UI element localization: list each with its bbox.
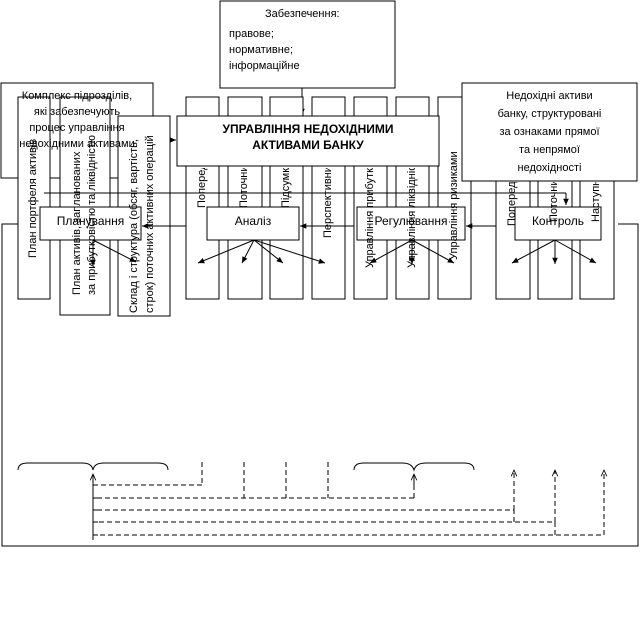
- portfolio-plan-box: [17, 96, 51, 300]
- analysis-box: [206, 206, 300, 241]
- regulation-box: [356, 206, 466, 241]
- stage-analysis: Аналіз: [234, 215, 272, 228]
- feedback-lines: [93, 462, 605, 536]
- analysis-current-label: Поточний: [238, 168, 250, 208]
- support-item-legal: правове;: [229, 28, 274, 40]
- complex-text-3: процес управління: [29, 122, 125, 134]
- nonincome-text-3: за ознаками прямої: [499, 126, 600, 138]
- planning-item-boxes: [17, 96, 171, 317]
- portfolio-plan-label: План портфеля активів: [27, 138, 39, 258]
- analysis-preliminary-label: Попередній: [196, 168, 208, 208]
- complex-text-1: Комплекс підрозділів,: [21, 90, 133, 102]
- control-box: [514, 206, 602, 241]
- structure-label-2: строк) поточних активних операцій: [144, 135, 156, 313]
- planned-assets-label-1: План активів, запланованих: [71, 151, 83, 295]
- support-box: [219, 0, 396, 89]
- nonincome-text-4: та непрямої: [519, 144, 580, 156]
- support-item-normative: нормативне;: [229, 44, 294, 56]
- reg-liquidity-label: Управління ліквідністю: [406, 168, 418, 268]
- stage-planning: Планування: [56, 215, 125, 228]
- nonincome-text-2: банку, структуровані: [497, 108, 602, 120]
- ctrl-current-label: Поточний: [548, 182, 560, 222]
- planned-assets-box: [59, 96, 111, 316]
- up-arrows: [93, 470, 604, 540]
- nonincome-text-5: недохідності: [517, 162, 582, 174]
- complex-text-4: недохідними активами: [19, 138, 135, 150]
- structure-label-1: Склад і структура (обсяг, вартість,: [128, 139, 140, 313]
- title-box: [176, 115, 440, 167]
- stage-regulation: Регулювання: [374, 215, 448, 228]
- ctrl-preliminary-label: Попередній: [506, 182, 518, 226]
- ctrl-subsequent-label: Наступний: [590, 182, 602, 222]
- bottom-braces: [17, 462, 475, 472]
- stage-control: Контроль: [531, 215, 585, 228]
- support-item-informational: інформаційне: [229, 60, 300, 72]
- analysis-final-label: Підсумковий: [280, 168, 292, 208]
- analysis-perspective-label: Перспективний: [322, 168, 334, 238]
- planned-assets-label-2: за прибутковістю та ліквідністю: [86, 135, 98, 295]
- title-line-1: УПРАВЛІННЯ НЕДОХІДНИМИ: [222, 122, 394, 136]
- title-line-2: АКТИВАМИ БАНКУ: [252, 138, 364, 152]
- complex-text-2: які забезпечують: [33, 106, 121, 118]
- outer-frame: [1, 223, 639, 547]
- planning-box: [39, 206, 142, 241]
- reg-profitability-label: Управління прибутковістю: [364, 168, 376, 268]
- support-heading: Забезпечення:: [265, 8, 340, 20]
- nonincome-text-1: Недохідні активи: [506, 90, 593, 102]
- fan-arrows: [90, 239, 597, 266]
- reg-risks-label: Управління ризиками: [448, 151, 460, 260]
